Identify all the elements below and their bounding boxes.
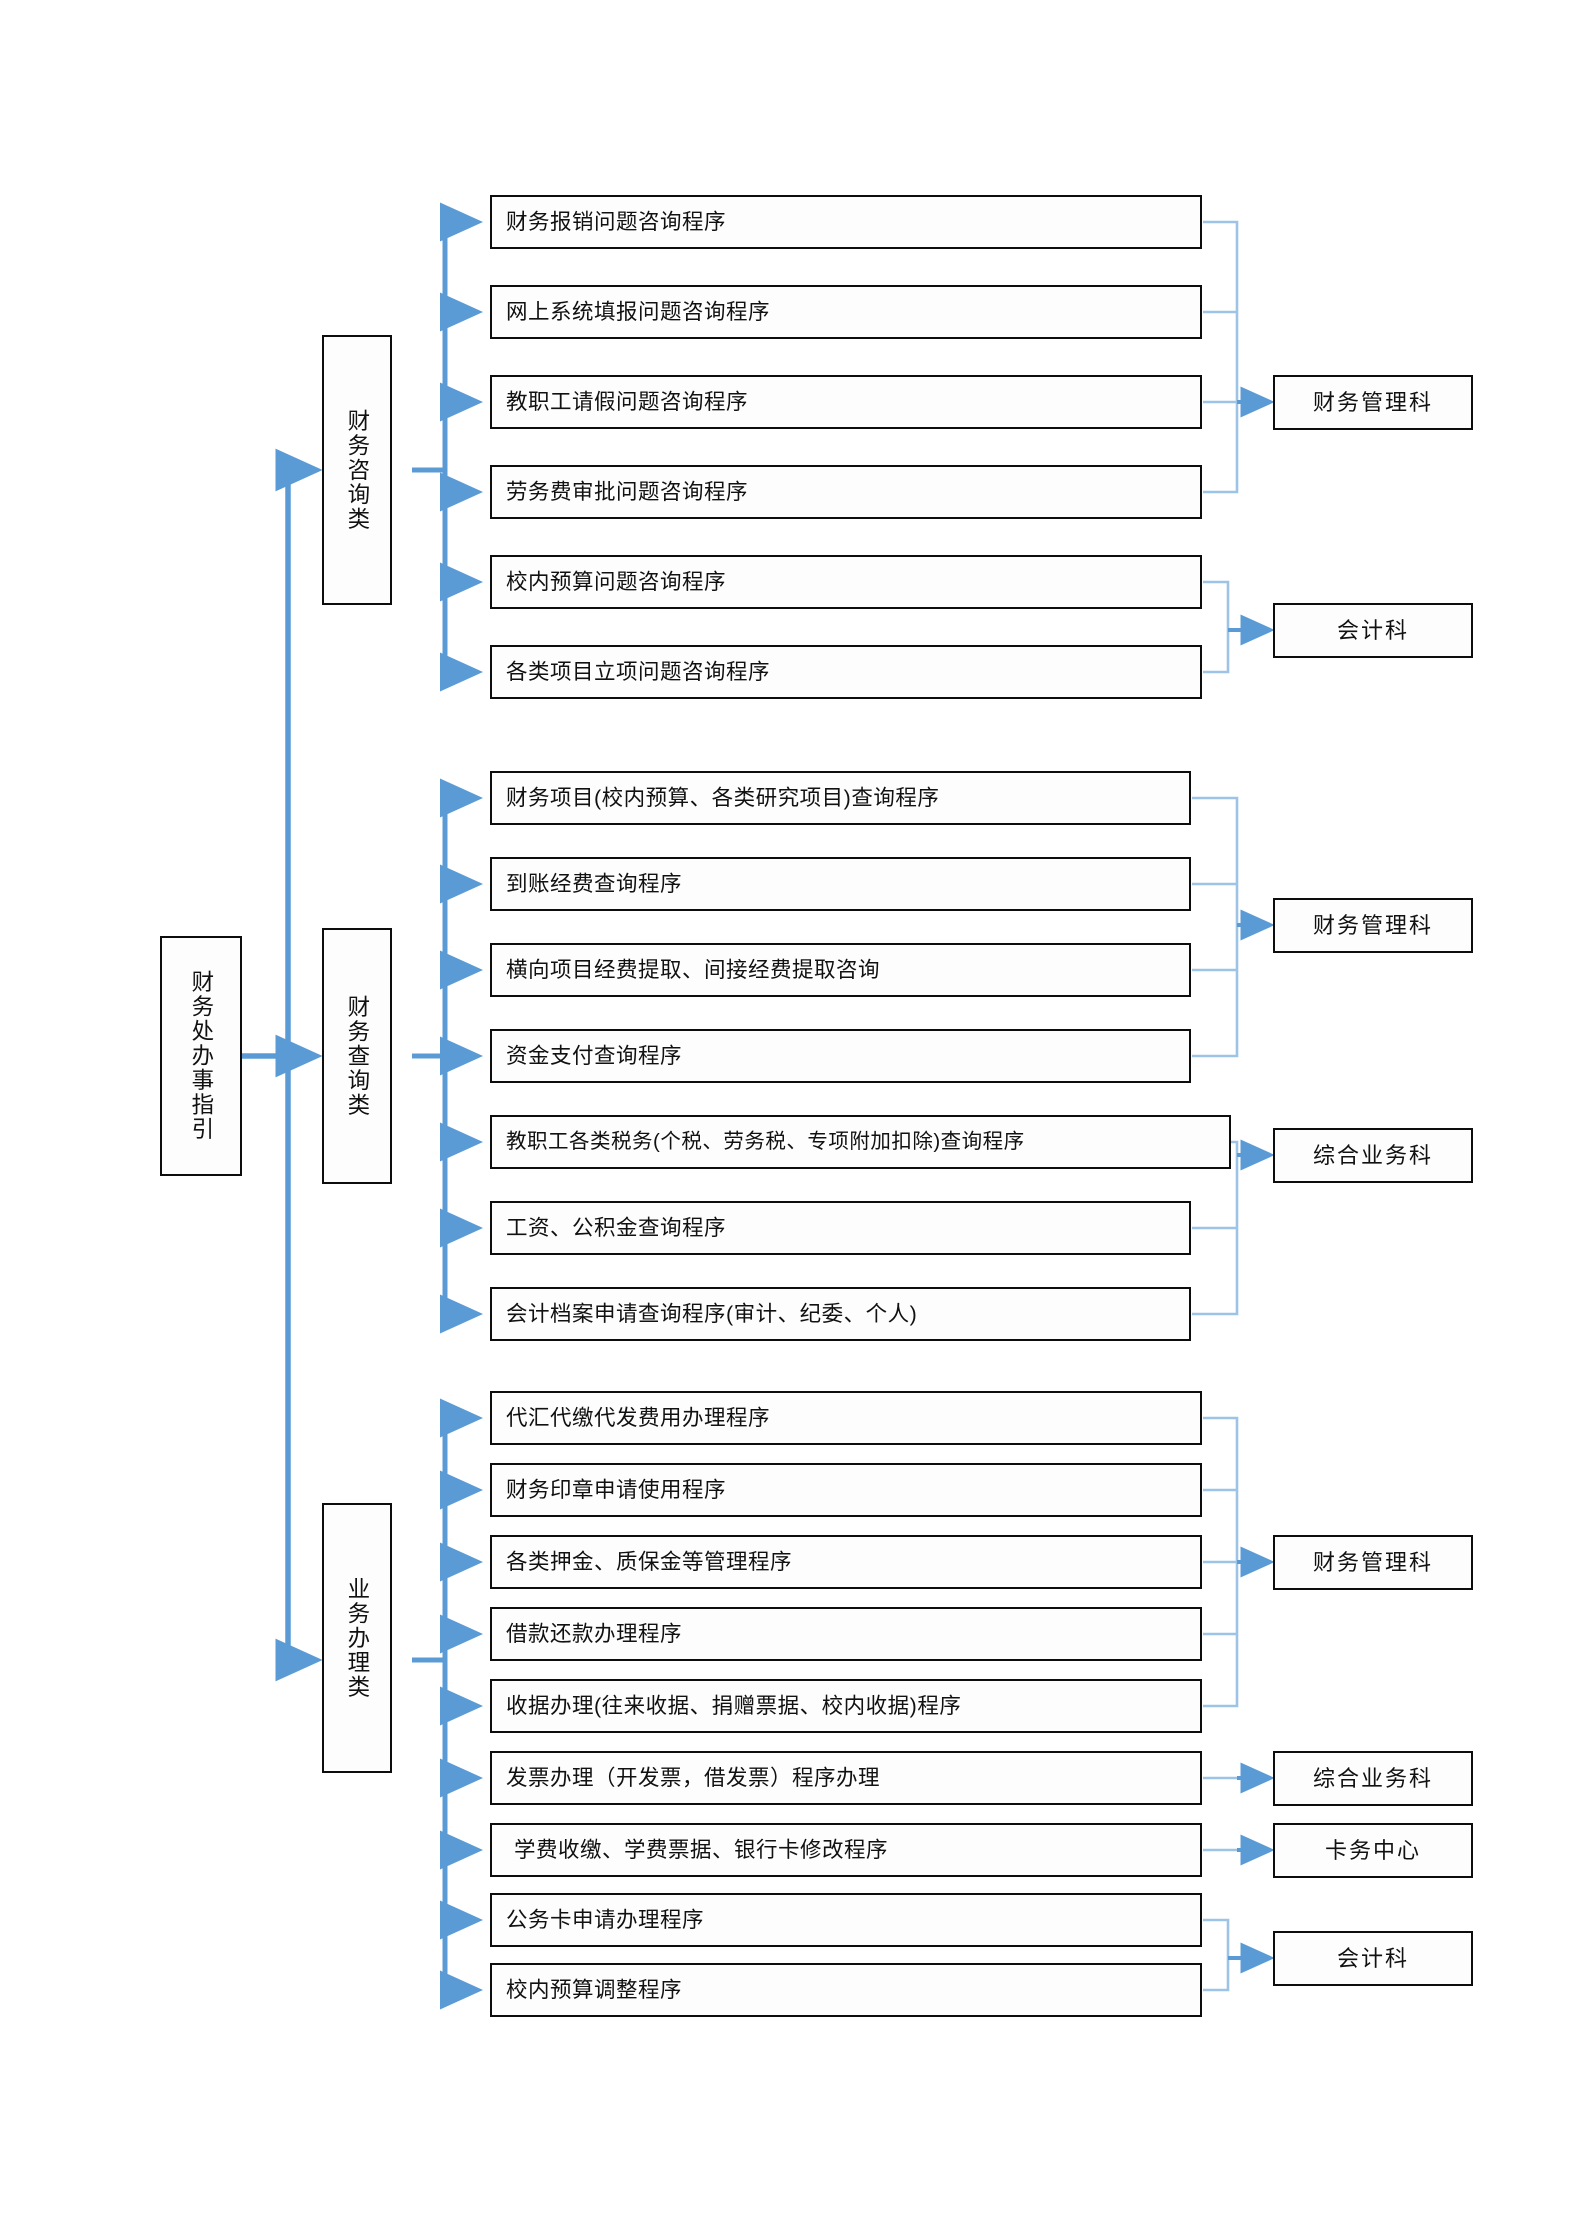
root-node[interactable]: 财务处办事指引 (160, 936, 242, 1176)
dept-box[interactable]: 综合业务科 (1273, 1128, 1473, 1183)
dept-label: 会计科 (1336, 617, 1409, 643)
process-box[interactable]: 借款还款办理程序 (490, 1607, 1202, 1661)
group2-dept-edges (1192, 796, 1239, 1316)
process-box[interactable]: 教职工请假问题咨询程序 (490, 375, 1202, 429)
process-label: 资金支付查询程序 (506, 1043, 683, 1068)
group3-dept-arrows (1228, 1546, 1275, 1974)
process-box[interactable]: 校内预算问题咨询程序 (490, 555, 1202, 609)
process-label: 财务报销问题咨询程序 (506, 209, 727, 234)
process-box[interactable]: 公务卡申请办理程序 (490, 1893, 1202, 1947)
process-box[interactable]: 财务印章申请使用程序 (490, 1463, 1202, 1517)
process-label: 教职工各类税务(个税、劳务税、专项附加扣除)查询程序 (506, 1130, 1025, 1154)
process-box[interactable]: 代汇代缴代发费用办理程序 (490, 1391, 1202, 1445)
process-label: 发票办理（开发票，借发票）程序办理 (506, 1765, 881, 1790)
group1-fanout-edges (412, 202, 483, 692)
dept-label: 财务管理科 (1312, 389, 1433, 415)
process-label: 公务卡申请办理程序 (506, 1907, 705, 1932)
process-label: 劳务费审批问题咨询程序 (506, 479, 749, 504)
process-box[interactable]: 会计档案申请查询程序(审计、纪委、个人) (490, 1287, 1191, 1341)
process-box[interactable]: 收据办理(往来收据、捐赠票据、校内收据)程序 (490, 1679, 1202, 1733)
dept-box[interactable]: 卡务中心 (1273, 1823, 1473, 1878)
process-label: 借款还款办理程序 (506, 1621, 683, 1646)
process-box[interactable]: 发票办理（开发票，借发票）程序办理 (490, 1751, 1202, 1805)
process-box[interactable]: 校内预算调整程序 (490, 1963, 1202, 2017)
process-box[interactable]: 工资、公积金查询程序 (490, 1201, 1191, 1255)
process-label: 各类项目立项问题咨询程序 (506, 659, 771, 684)
dept-box[interactable]: 财务管理科 (1273, 1535, 1473, 1590)
dept-box[interactable]: 综合业务科 (1273, 1751, 1473, 1806)
process-label: 会计档案申请查询程序(审计、纪委、个人) (506, 1301, 918, 1326)
process-box[interactable]: 财务报销问题咨询程序 (490, 195, 1202, 249)
category-node-2[interactable]: 财务查询类 (322, 928, 392, 1184)
dept-box[interactable]: 会计科 (1273, 1931, 1473, 1986)
process-label: 到账经费查询程序 (506, 871, 683, 896)
process-box[interactable]: 资金支付查询程序 (490, 1029, 1191, 1083)
process-label: 校内预算调整程序 (506, 1977, 683, 2002)
dept-label: 综合业务科 (1312, 1142, 1433, 1168)
dept-box[interactable]: 会计科 (1273, 603, 1473, 658)
process-box[interactable]: 财务项目(校内预算、各类研究项目)查询程序 (490, 771, 1191, 825)
process-label: 代汇代缴代发费用办理程序 (506, 1405, 771, 1430)
process-label: 学费收缴、学费票据、银行卡修改程序 (514, 1837, 889, 1862)
process-box[interactable]: 到账经费查询程序 (490, 857, 1191, 911)
process-label: 横向项目经费提取、间接经费提取咨询 (506, 957, 881, 982)
process-label: 教职工请假问题咨询程序 (506, 389, 749, 414)
process-box[interactable]: 各类押金、质保金等管理程序 (490, 1535, 1202, 1589)
process-box[interactable]: 学费收缴、学费票据、银行卡修改程序 (490, 1823, 1202, 1877)
category-label-1: 财务咨询类 (344, 408, 370, 532)
dept-label: 财务管理科 (1312, 912, 1433, 938)
dept-box[interactable]: 财务管理科 (1273, 898, 1473, 953)
process-label: 各类押金、质保金等管理程序 (506, 1549, 793, 1574)
category-node-3[interactable]: 业务办理类 (322, 1503, 392, 1773)
process-box[interactable]: 各类项目立项问题咨询程序 (490, 645, 1202, 699)
process-box[interactable]: 横向项目经费提取、间接经费提取咨询 (490, 943, 1191, 997)
group3-dept-edges (1203, 1416, 1239, 1992)
process-box[interactable]: 网上系统填报问题咨询程序 (490, 285, 1202, 339)
category-label-2: 财务查询类 (344, 994, 370, 1118)
dept-label: 财务管理科 (1312, 1549, 1433, 1575)
group1-dept-edges (1203, 220, 1239, 674)
group2-fanout-edges (412, 778, 483, 1334)
group2-dept-arrows (1237, 909, 1275, 1171)
process-label: 校内预算问题咨询程序 (506, 569, 727, 594)
process-label: 工资、公积金查询程序 (506, 1215, 727, 1240)
process-box[interactable]: 教职工各类税务(个税、劳务税、专项附加扣除)查询程序 (490, 1115, 1231, 1169)
process-box[interactable]: 劳务费审批问题咨询程序 (490, 465, 1202, 519)
root-to-category-edges (242, 448, 323, 1682)
dept-label: 综合业务科 (1312, 1765, 1433, 1791)
process-label: 收据办理(往来收据、捐赠票据、校内收据)程序 (506, 1693, 962, 1718)
process-label: 财务印章申请使用程序 (506, 1477, 727, 1502)
root-node-label: 财务处办事指引 (188, 970, 214, 1142)
dept-label: 卡务中心 (1324, 1837, 1421, 1863)
category-label-3: 业务办理类 (344, 1576, 370, 1700)
dept-box[interactable]: 财务管理科 (1273, 375, 1473, 430)
process-label: 网上系统填报问题咨询程序 (506, 299, 771, 324)
process-label: 财务项目(校内预算、各类研究项目)查询程序 (506, 785, 940, 810)
dept-label: 会计科 (1336, 1945, 1409, 1971)
group3-fanout-edges (412, 1398, 483, 2010)
category-node-1[interactable]: 财务咨询类 (322, 335, 392, 605)
group1-dept-arrows (1228, 386, 1275, 646)
